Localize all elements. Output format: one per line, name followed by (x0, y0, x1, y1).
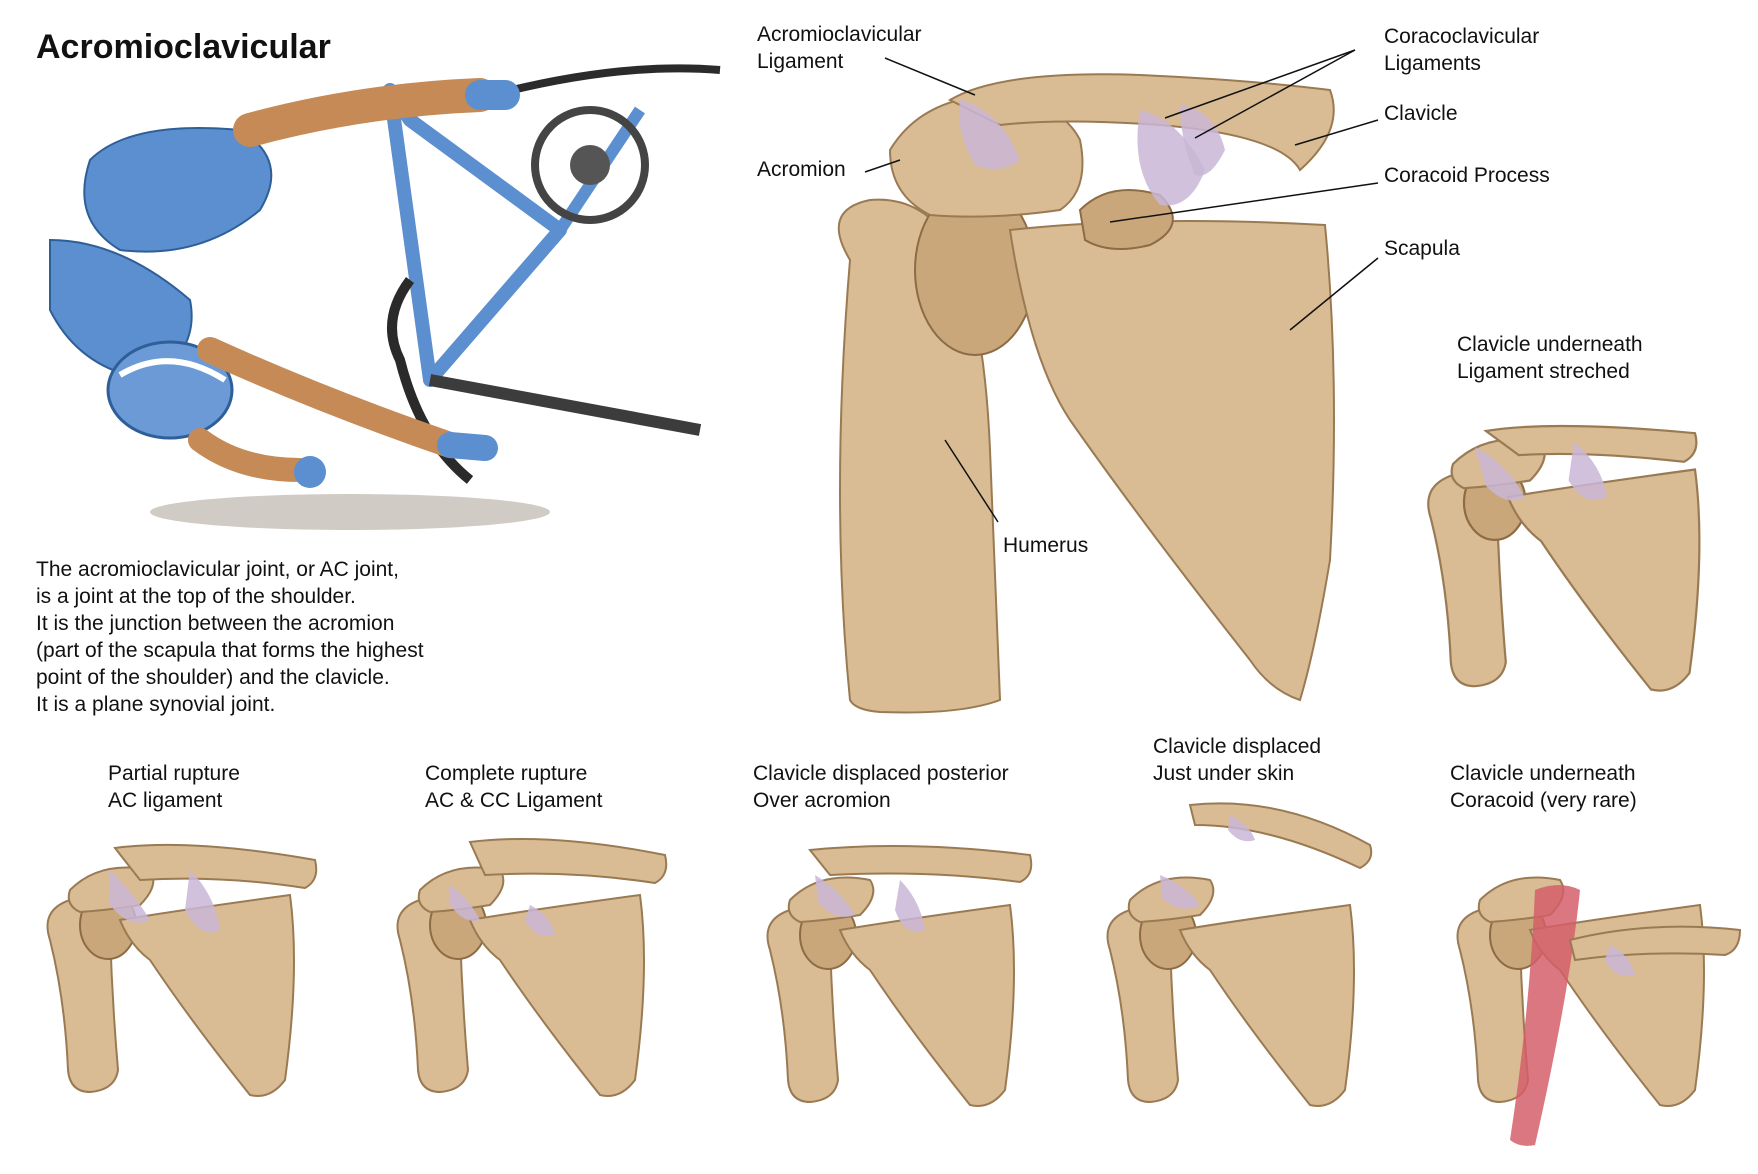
label-under-skin: Clavicle displaced Just under skin (1153, 733, 1321, 787)
description-line: point of the shoulder) and the clavicle. (36, 666, 390, 689)
description-line: It is a plane synovial joint. (36, 693, 276, 716)
label-line: AC ligament (108, 789, 223, 812)
label-line: Coracoclavicular (1384, 25, 1540, 48)
label-cc-ligaments: Coracoclavicular Ligaments (1384, 23, 1539, 77)
injury-complete-rupture-illustration (396, 838, 668, 1097)
label-line: Acromioclavicular (757, 23, 922, 46)
label-scapula: Scapula (1384, 237, 1460, 260)
label-complete-rupture: Complete rupture AC & CC Ligament (425, 760, 602, 814)
main-shoulder-anatomy (837, 49, 1379, 714)
label-ac-ligament: Acromioclavicular Ligament (757, 21, 922, 75)
label-clavicle: Clavicle (1384, 102, 1458, 125)
cyclist-crash-illustration (49, 64, 721, 530)
description-line: The acromioclavicular joint, or AC joint… (36, 558, 399, 581)
label-partial-rupture: Partial rupture AC ligament (108, 760, 240, 814)
label-line: Partial rupture (108, 762, 240, 785)
description-line: is a joint at the top of the shoulder. (36, 585, 356, 608)
label-line: Clavicle displaced posterior (753, 762, 1009, 785)
description-line: It is the junction between the acromion (36, 612, 395, 635)
label-line: Ligament (757, 50, 844, 73)
label-posterior-displacement: Clavicle displaced posterior Over acromi… (753, 760, 1009, 814)
label-underneath-coracoid: Clavicle underneath Coracoid (very rare) (1450, 760, 1637, 814)
injury-partial-rupture-illustration (46, 843, 318, 1097)
label-underneath-ligament: Clavicle underneath Ligament streched (1457, 331, 1643, 385)
injury-posterior-displacement-illustration (766, 845, 1033, 1107)
label-line: Clavicle displaced (1153, 735, 1322, 758)
injury-under-skin-illustration (1106, 802, 1373, 1107)
label-line: Complete rupture (425, 762, 588, 785)
label-line: Clavicle underneath (1457, 333, 1643, 356)
description-line: (part of the scapula that forms the high… (36, 639, 424, 662)
label-humerus: Humerus (1003, 534, 1089, 557)
page-title: Acromioclavicular (36, 28, 331, 66)
label-line: AC & CC Ligament (425, 789, 603, 812)
label-line: Ligaments (1384, 52, 1481, 75)
label-line: Just under skin (1153, 762, 1295, 785)
label-line: Coracoid (very rare) (1450, 789, 1637, 812)
label-line: Over acromion (753, 789, 891, 812)
description-text: The acromioclavicular joint, or AC joint… (36, 556, 424, 718)
label-coracoid-process: Coracoid Process (1384, 164, 1550, 187)
injury-underneath-coracoid-illustration (1456, 876, 1742, 1146)
label-line: Clavicle underneath (1450, 762, 1636, 785)
label-acromion: Acromion (757, 158, 846, 181)
label-line: Ligament streched (1457, 360, 1630, 383)
injury-underneath-ligament-illustration (1427, 424, 1701, 692)
